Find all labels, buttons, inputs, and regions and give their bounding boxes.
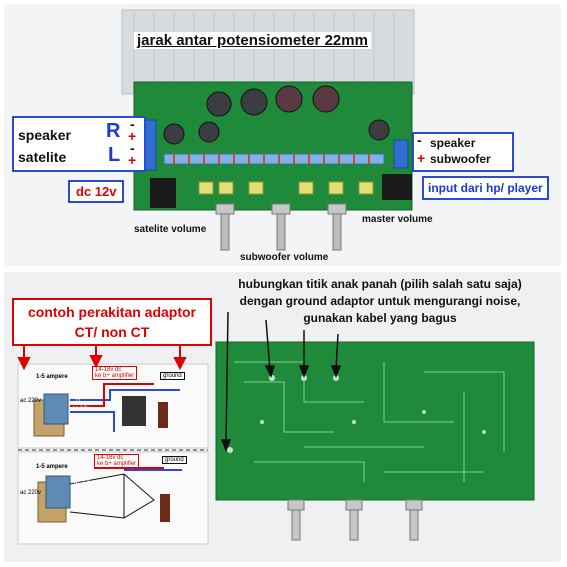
adaptor-wiring-diagrams xyxy=(17,338,209,545)
master-volume-label: master volume xyxy=(362,214,433,225)
adaptor-diagram-2: 1-5 ampere ac 220v ac 12v ct ac 12v 14-1… xyxy=(18,452,208,544)
diagram1-ampere: 1-5 ampere xyxy=(36,374,68,380)
adaptor-diagram-1: 1-5 ampere ac 220v ac 12v ct ac 12v 14-1… xyxy=(18,364,208,448)
speaker-subwoofer-label: speaker subwoofer xyxy=(430,136,491,166)
sub-minus-sign: - xyxy=(417,132,422,148)
satelite-volume-label: satelite volume xyxy=(134,224,207,235)
r-plus-sign: + xyxy=(128,128,137,144)
ground-note: hubungkan titik anak panah (pilih salah … xyxy=(238,277,522,325)
diagram2-ampere: 1-5 ampere xyxy=(36,464,68,470)
diagram1-ac12a: ac 12v xyxy=(72,390,90,396)
channel-l-label: L xyxy=(108,144,121,166)
bottom-photo-panel: contoh perakitan adaptor CT/ non CT hubu… xyxy=(4,272,561,562)
top-photo-panel: jarak antar potensiometer 22mm speaker s… xyxy=(4,4,561,266)
diagram2-ct: ct xyxy=(78,488,83,494)
pot-spacing-title: jarak antar potensiometer 22mm xyxy=(134,32,371,49)
pcb-underside-photo xyxy=(215,311,535,541)
input-label: input dari hp/ player xyxy=(422,176,549,200)
l-minus-sign: - xyxy=(130,140,135,156)
amplifier-board-photo xyxy=(121,9,415,251)
r-minus-sign: - xyxy=(130,116,135,132)
speaker-subwoofer-box: - + speaker subwoofer xyxy=(412,132,514,172)
diagram2-ac220: ac 220v xyxy=(20,490,42,496)
diagram2-ac12a: ac 12v xyxy=(74,480,92,486)
diagram1-ac220: ac 220v xyxy=(20,398,42,404)
dc-12v-label: dc 12v xyxy=(68,180,125,203)
speaker-satelite-label: speaker satelite xyxy=(18,127,71,165)
adaptor-title-box: contoh perakitan adaptor CT/ non CT xyxy=(12,298,212,346)
diagram1-dc-note: 14-18v dc ke b+ amplifier xyxy=(92,366,138,380)
diagram1-ac12b: ac 12v xyxy=(72,406,90,412)
subwoofer-volume-label: subwoofer volume xyxy=(240,252,329,263)
l-plus-sign: + xyxy=(128,152,137,168)
channel-r-label: R xyxy=(106,120,121,142)
diagram2-ground: ground xyxy=(162,456,187,464)
diagram1-ground: ground xyxy=(160,372,185,380)
diagram2-ac12b: ac 12v xyxy=(74,496,92,502)
adaptor-title: contoh perakitan adaptor CT/ non CT xyxy=(27,304,197,340)
speaker-satelite-box: speaker satelite R L - + - + xyxy=(12,116,146,172)
diagram1-ct: ct xyxy=(76,398,81,404)
diagram2-dc-note: 14-18v dc ke b+ amplifier xyxy=(94,454,140,468)
sub-plus-sign: + xyxy=(417,150,426,166)
